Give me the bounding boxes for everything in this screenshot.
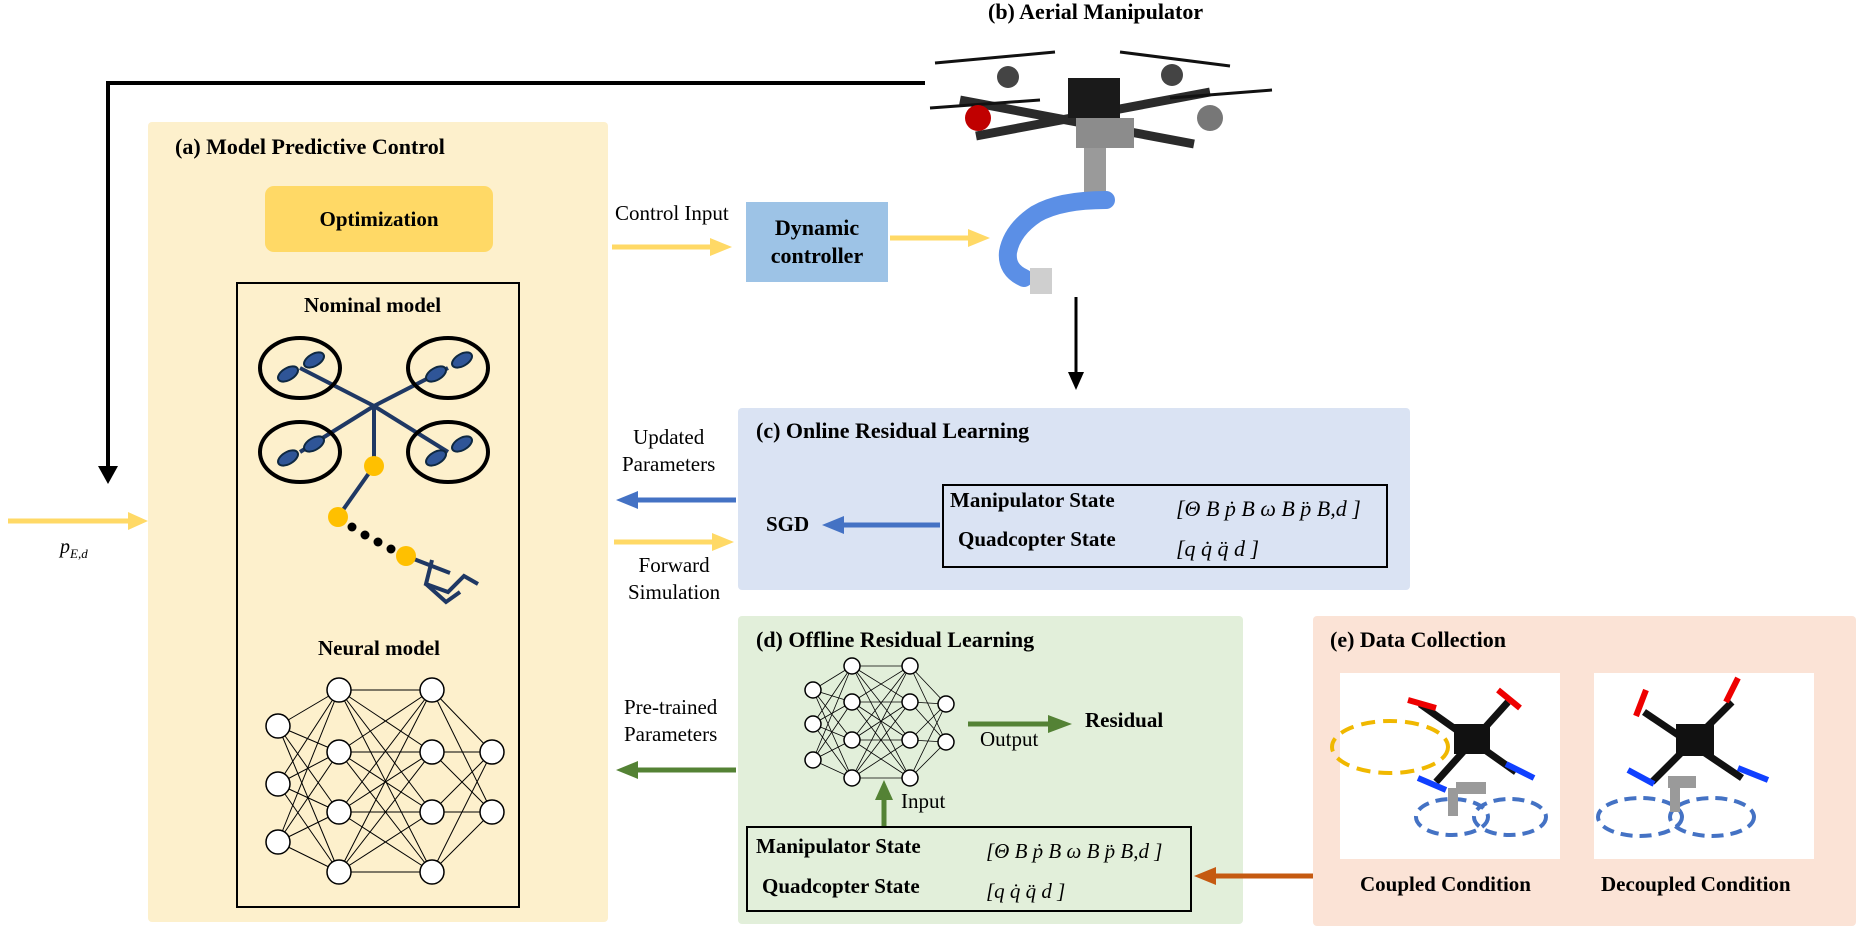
forward-sim-line1: Forward [638,553,710,577]
pretrained-params-label: Pre-trained Parameters [624,694,717,748]
mpc-title: (a) Model Predictive Control [175,134,445,159]
neural-model-title: Neural model [318,636,440,660]
online-quadcopter-state-label: Quadcopter State [958,527,1116,551]
control-input-label: Control Input [615,201,729,225]
updated-params-line1: Updated [633,425,705,449]
forward-sim-arrowhead-icon [712,533,734,551]
coupled-condition-label: Coupled Condition [1360,872,1531,896]
dynamic-controller-line2: controller [770,243,864,268]
updated-params-arrowhead-icon [616,491,638,509]
optimization-box: Optimization [265,186,493,252]
online-state-vectors: [Θ B ṗ B ω B p̈ B,d ] [q q̇ q̈ d ] [1176,496,1361,561]
offline-learning-title: (d) Offline Residual Learning [756,627,1035,652]
nominal-model-title: Nominal model [304,293,442,317]
control-input-arrowhead-icon [710,238,732,256]
pretrained-params-line1: Pre-trained [624,695,718,719]
dynamic-controller-box: Dynamic controller [746,202,888,282]
decoupled-photo [1594,673,1814,859]
desired-position-subscript: E,d [70,546,88,561]
pretrained-params-arrowhead-icon [616,761,638,779]
online-quadcopter-vector: [q q̇ q̈ d ] [1176,536,1259,561]
offline-manipulator-state-label: Manipulator State [756,834,921,858]
desired-position-label: pE,d [60,536,88,562]
forward-sim-line2: Simulation [628,580,721,604]
pretrained-params-line2: Parameters [624,722,718,746]
dynamic-controller-line1: Dynamic [774,215,860,240]
offline-state-vectors: [Θ B ṗ B ω B p̈ B,d ] [q q̇ q̈ d ] [986,839,1162,903]
offline-manipulator-vector: [Θ B ṗ B ω B p̈ B,d ] [986,839,1162,863]
drone-down-arrowhead-icon [1068,372,1084,390]
updated-params-line2: Parameters [622,452,716,476]
aerial-manipulator-title: (b) Aerial Manipulator [988,0,1204,24]
desired-position-symbol: p [60,536,70,558]
model-box [236,282,520,908]
forward-sim-label: Forward Simulation [628,552,720,606]
online-manipulator-vector: [Θ B ṗ B ω B p̈ B,d ] [1176,496,1361,521]
updated-params-label: Updated Parameters [622,424,715,478]
output-label: Output [980,727,1039,751]
input-label: Input [901,789,946,813]
drone-icon [929,50,1273,294]
optimization-label: Optimization [319,206,439,231]
offline-quadcopter-state-label: Quadcopter State [762,874,920,898]
offline-state-box [746,826,1192,912]
coupled-photo [1340,673,1560,859]
feedback-arrowhead-icon [98,466,118,484]
decoupled-condition-label: Decoupled Condition [1601,872,1791,896]
sgd-label: SGD [766,512,810,536]
online-learning-title: (c) Online Residual Learning [756,418,1030,443]
online-state-box [942,484,1388,568]
residual-label: Residual [1085,708,1164,732]
offline-quadcopter-vector: [q q̇ q̈ d ] [986,879,1065,903]
desired-input-arrowhead-icon [128,512,148,530]
data-collection-title: (e) Data Collection [1330,627,1506,652]
controller-to-drone-arrowhead-icon [968,229,990,247]
online-manipulator-state-label: Manipulator State [950,488,1115,512]
